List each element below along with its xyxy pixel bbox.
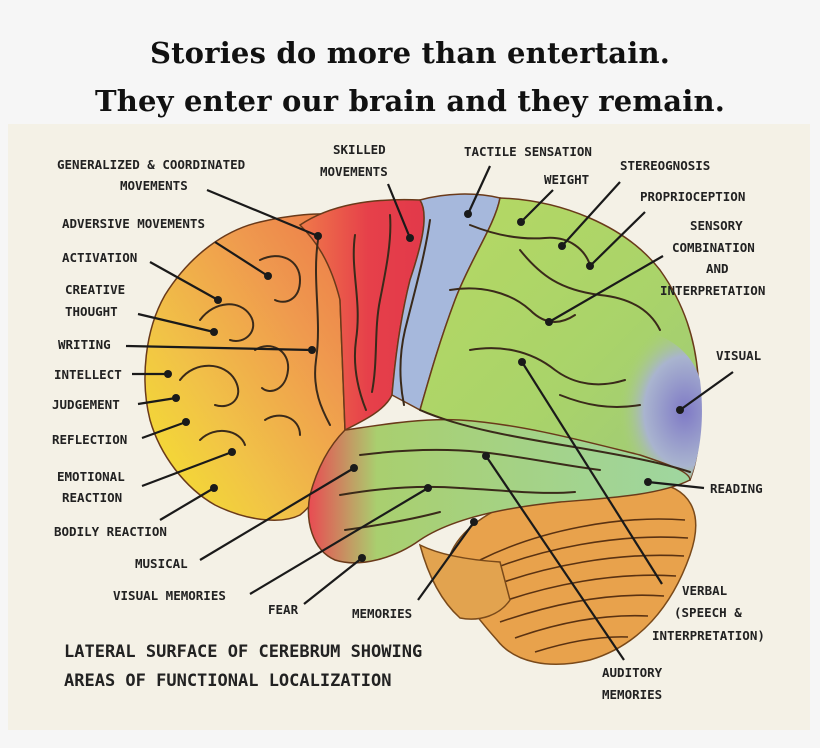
label-intellect: INTELLECT bbox=[54, 367, 122, 382]
label-auditory-line2: MEMORIES bbox=[602, 687, 662, 702]
leader-dots bbox=[164, 210, 684, 562]
headline-line-1: Stories do more than entertain. bbox=[149, 36, 671, 70]
label-stereognosis: STEREOGNOSIS bbox=[620, 158, 710, 173]
label-sensory-line1: SENSORY bbox=[690, 218, 743, 233]
label-adversive: ADVERSIVE MOVEMENTS bbox=[62, 216, 205, 231]
label-verbal-line1: VERBAL bbox=[682, 583, 728, 598]
brain-diagram: GENERALIZED & COORDINATED MOVEMENTS SKIL… bbox=[52, 142, 765, 702]
headline-line-2: They enter our brain and they remain. bbox=[94, 84, 726, 118]
occipital-lobe bbox=[588, 327, 702, 480]
label-generalized-line1: GENERALIZED & COORDINATED bbox=[57, 157, 245, 172]
label-sensory-line2: COMBINATION bbox=[672, 240, 755, 255]
label-proprioception: PROPRIOCEPTION bbox=[640, 189, 745, 204]
label-auditory-line1: AUDITORY bbox=[602, 665, 663, 680]
diagram-panel: GENERALIZED & COORDINATED MOVEMENTS SKIL… bbox=[8, 124, 810, 730]
label-weight: WEIGHT bbox=[544, 172, 589, 187]
frontal-lobe bbox=[144, 213, 346, 521]
label-sensory-line4: INTERPRETATION bbox=[660, 283, 765, 298]
label-bodily: BODILY REACTION bbox=[54, 524, 167, 539]
label-memories: MEMORIES bbox=[352, 606, 412, 621]
label-verbal-line3: INTERPRETATION) bbox=[652, 628, 765, 643]
label-reading: READING bbox=[710, 481, 763, 496]
label-musical: MUSICAL bbox=[135, 556, 188, 571]
leader-lines bbox=[125, 165, 734, 661]
label-reflection: REFLECTION bbox=[52, 432, 127, 447]
label-activation: ACTIVATION bbox=[62, 250, 137, 265]
label-emotional-line2: REACTION bbox=[62, 490, 122, 505]
label-visual-memories: VISUAL MEMORIES bbox=[113, 588, 226, 603]
label-emotional-line1: EMOTIONAL bbox=[57, 469, 125, 484]
label-tactile: TACTILE SENSATION bbox=[464, 144, 592, 159]
label-sensory-line3: AND bbox=[706, 261, 729, 276]
label-skilled-line2: MOVEMENTS bbox=[320, 164, 388, 179]
label-writing: WRITING bbox=[58, 337, 111, 352]
caption-line-2: AREAS OF FUNCTIONAL LOCALIZATION bbox=[64, 671, 392, 691]
label-creative-line2: THOUGHT bbox=[65, 304, 118, 319]
label-verbal-line2: (SPEECH & bbox=[674, 605, 742, 620]
brain-stem bbox=[418, 543, 511, 620]
label-skilled-line1: SKILLED bbox=[333, 142, 386, 157]
label-generalized-line2: MOVEMENTS bbox=[120, 178, 188, 193]
label-creative-line1: CREATIVE bbox=[65, 282, 125, 297]
brain-folds bbox=[179, 214, 691, 531]
label-fear: FEAR bbox=[268, 602, 299, 617]
label-judgement: JUDGEMENT bbox=[52, 397, 120, 412]
caption-line-1: LATERAL SURFACE OF CEREBRUM SHOWING bbox=[64, 642, 422, 662]
label-visual: VISUAL bbox=[716, 348, 762, 363]
